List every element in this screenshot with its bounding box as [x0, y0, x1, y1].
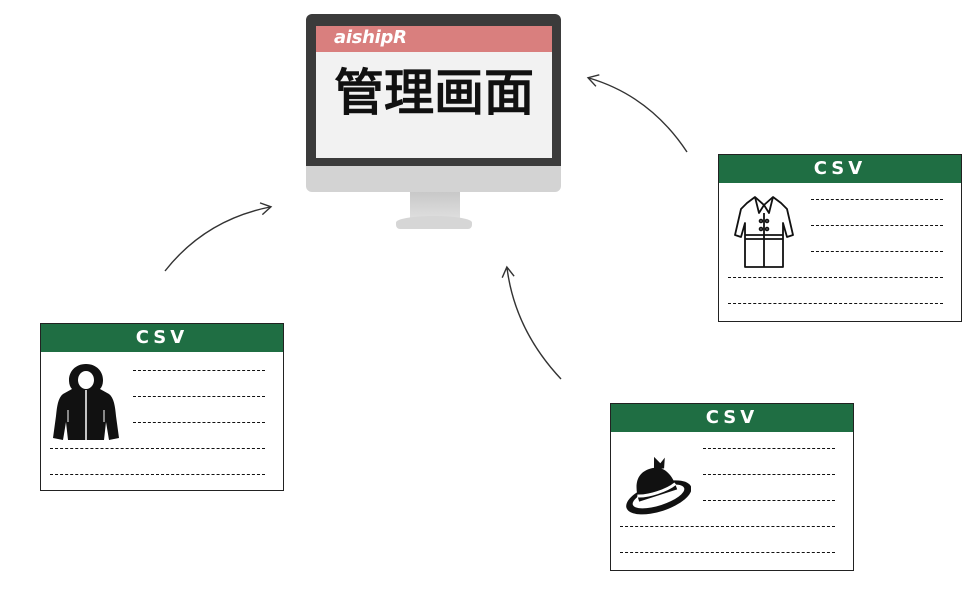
hat-icon — [626, 456, 691, 515]
monitor-stand-foot — [396, 216, 472, 229]
csv-card-hat: CSV — [610, 403, 854, 571]
csv-card-coat: CSV — [718, 154, 962, 322]
text-placeholder-line — [728, 303, 943, 304]
monitor-chin — [306, 166, 561, 192]
text-placeholder-line — [133, 370, 265, 371]
text-placeholder-line — [811, 225, 943, 226]
csv-card-header: CSV — [719, 155, 961, 183]
text-placeholder-line — [620, 552, 835, 553]
text-placeholder-line — [703, 500, 835, 501]
text-placeholder-line — [728, 277, 943, 278]
hooded-jacket-icon — [53, 364, 119, 440]
text-placeholder-line — [133, 396, 265, 397]
text-placeholder-line — [811, 199, 943, 200]
arrow-right-to-monitor — [586, 74, 688, 153]
csv-card-header: CSV — [41, 324, 283, 352]
csv-card-header: CSV — [611, 404, 853, 432]
arrow-left-to-monitor — [164, 202, 273, 272]
text-placeholder-line — [133, 422, 265, 423]
text-placeholder-line — [50, 448, 265, 449]
csv-card-jacket: CSV — [40, 323, 284, 491]
text-placeholder-line — [703, 474, 835, 475]
monitor-screen: aishipR 管理画面 — [316, 26, 552, 158]
screen-header: aishipR — [316, 26, 552, 52]
text-placeholder-line — [620, 526, 835, 527]
trench-coat-icon — [734, 196, 794, 268]
text-placeholder-line — [811, 251, 943, 252]
text-placeholder-line — [50, 474, 265, 475]
arrow-bottom-to-monitor — [501, 265, 562, 380]
monitor-stand-neck — [410, 192, 460, 218]
text-placeholder-line — [703, 448, 835, 449]
brand-logo: aishipR — [334, 27, 407, 48]
screen-title: 管理画面 — [334, 64, 534, 122]
